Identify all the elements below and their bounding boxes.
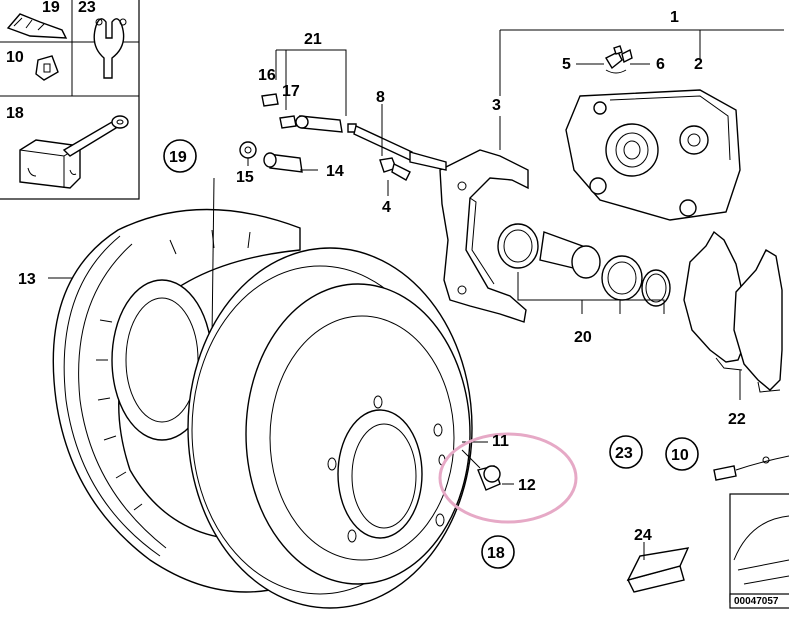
inset-label-10: 10 <box>6 49 24 66</box>
grease-packet[interactable] <box>626 547 690 593</box>
callout-6[interactable]: 6 <box>656 56 665 73</box>
callout-15[interactable]: 15 <box>236 169 254 186</box>
callout-24[interactable]: 24 <box>634 527 652 544</box>
circled-ref-19[interactable]: 19 <box>163 139 197 173</box>
callout-4[interactable]: 4 <box>382 199 391 216</box>
piston-set[interactable] <box>497 223 671 307</box>
inset-label-19: 19 <box>42 0 60 16</box>
svg-text:23: 23 <box>615 445 633 462</box>
callout-21[interactable]: 21 <box>304 31 322 48</box>
callout-17[interactable]: 17 <box>282 83 300 100</box>
highlight-ellipse <box>438 432 578 524</box>
callout-5[interactable]: 5 <box>562 56 571 73</box>
car-thumbnail: 00047057 <box>729 493 789 609</box>
caliper-carrier[interactable] <box>439 149 529 323</box>
callout-3[interactable]: 3 <box>492 97 501 114</box>
inset-label-18: 18 <box>6 105 24 122</box>
callout-22[interactable]: 22 <box>728 411 746 428</box>
inset-23[interactable]: 23 <box>78 0 127 79</box>
brake-caliper[interactable] <box>565 89 741 221</box>
callout-13[interactable]: 13 <box>18 271 36 288</box>
image-code: 00047057 <box>734 596 779 607</box>
callout-12[interactable]: 12 <box>518 477 536 494</box>
callout-20[interactable]: 20 <box>574 329 592 346</box>
callout-11[interactable]: 11 <box>492 433 509 450</box>
bleeder-valve[interactable] <box>605 45 633 74</box>
inset-18[interactable]: 18 <box>6 105 129 189</box>
svg-text:10: 10 <box>671 447 689 464</box>
inset-19[interactable]: 19 <box>6 0 68 39</box>
svg-text:18: 18 <box>487 545 505 562</box>
circled-refs: 19 23 10 18 <box>163 139 699 569</box>
inset-10[interactable]: 10 <box>6 49 59 81</box>
brake-disc[interactable] <box>187 247 473 609</box>
clip-icon <box>35 55 59 81</box>
circled-ref-18[interactable]: 18 <box>481 535 515 569</box>
callout-8[interactable]: 8 <box>376 89 385 106</box>
circled-ref-23[interactable]: 23 <box>609 435 643 469</box>
callout-labels: 1 2 3 4 5 6 8 11 12 13 14 15 16 17 20 21… <box>18 9 746 544</box>
svg-text:19: 19 <box>169 149 187 166</box>
wear-sensor-wire[interactable] <box>713 455 789 481</box>
leader-lines <box>48 29 784 560</box>
wheel-screw[interactable] <box>477 465 501 491</box>
inset-label-23: 23 <box>78 0 96 16</box>
callout-2[interactable]: 2 <box>694 56 703 73</box>
callout-14[interactable]: 14 <box>326 163 344 180</box>
guide-bolts[interactable] <box>239 93 447 181</box>
callout-16[interactable]: 16 <box>258 67 276 84</box>
brake-pads[interactable] <box>683 230 783 393</box>
retaining-spring-icon <box>93 18 125 79</box>
circled-ref-10[interactable]: 10 <box>665 437 699 471</box>
callout-1[interactable]: 1 <box>670 9 679 26</box>
brake-line-clip-icon <box>6 13 68 39</box>
dust-shield[interactable] <box>52 177 301 593</box>
inset-panel: 19 23 10 18 <box>0 0 140 200</box>
